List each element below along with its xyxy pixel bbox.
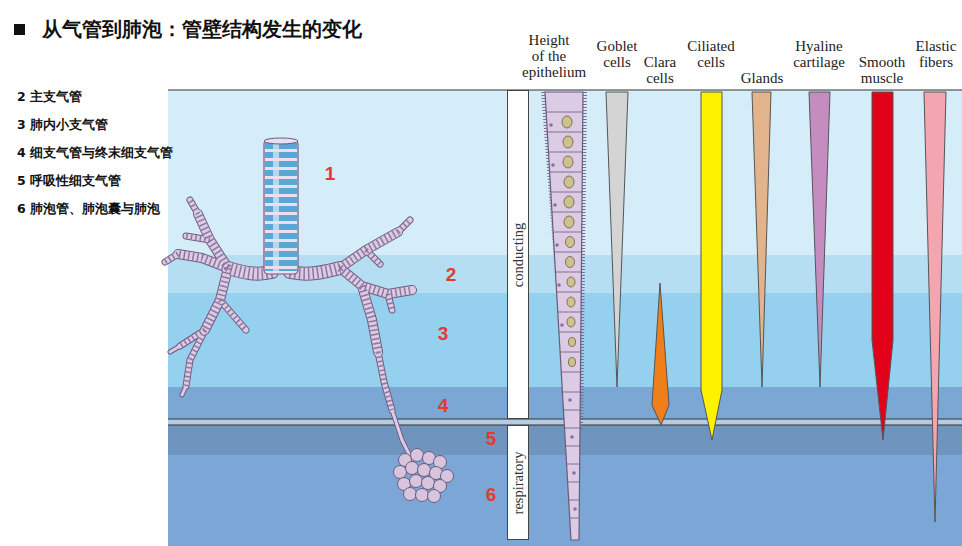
slide-title: 从气管到肺泡：管壁结构发生的变化 bbox=[42, 16, 362, 43]
alveoli bbox=[394, 449, 454, 503]
nucleus bbox=[564, 176, 574, 188]
nucleus-dot bbox=[560, 323, 564, 327]
alveolus bbox=[406, 462, 419, 475]
callout-number: 1 bbox=[318, 163, 342, 185]
callout-number: 3 bbox=[431, 323, 455, 345]
column-header: Smooth muscle bbox=[853, 54, 911, 86]
nucleus bbox=[567, 277, 575, 287]
zone-box: respiratory bbox=[507, 425, 529, 540]
nucleus bbox=[567, 317, 575, 327]
trachea-highlight bbox=[273, 143, 279, 271]
ciliated-bar bbox=[701, 92, 722, 440]
nucleus-dot bbox=[555, 243, 559, 247]
alveolus bbox=[422, 477, 435, 490]
callout-number: 5 bbox=[479, 428, 503, 450]
component-bars bbox=[606, 92, 946, 522]
nucleus bbox=[564, 196, 574, 208]
cartilage-bar bbox=[809, 92, 830, 387]
alveolus bbox=[411, 449, 424, 462]
alveolus bbox=[418, 464, 431, 477]
nucleus-dot bbox=[568, 398, 572, 402]
nucleus bbox=[563, 136, 573, 148]
nucleus bbox=[567, 297, 575, 307]
bronchial-tree bbox=[165, 138, 454, 503]
nucleus-dot bbox=[572, 471, 576, 475]
nucleus-dot bbox=[549, 123, 553, 127]
column-header: Goblet cells bbox=[591, 38, 643, 70]
cell-borders bbox=[546, 112, 583, 518]
elastic-fiber-bar bbox=[924, 92, 946, 522]
callout-number: 2 bbox=[439, 264, 463, 286]
alveolus bbox=[428, 490, 441, 503]
column-header: Clara cells bbox=[637, 54, 683, 86]
alveolus bbox=[394, 466, 407, 479]
list-item: 3 肺内小支气管 bbox=[17, 117, 108, 134]
column-header: Height of the epithelium bbox=[522, 32, 576, 80]
nucleus-dot bbox=[557, 283, 561, 287]
list-item: 4 细支气管与终末细支气管 bbox=[17, 145, 173, 162]
epithelium bbox=[545, 92, 583, 540]
nucleus-dot bbox=[573, 507, 577, 511]
nucleus-dot bbox=[551, 163, 555, 167]
clara-bar bbox=[652, 283, 669, 425]
top-rule bbox=[168, 89, 962, 90]
nuclei bbox=[562, 116, 576, 367]
smooth-muscle-bar bbox=[872, 92, 893, 440]
callout-number: 4 bbox=[431, 395, 455, 417]
list-item: 5 呼吸性细支气管 bbox=[17, 173, 121, 190]
column-header: Ciliated cells bbox=[684, 38, 738, 70]
zone-box: conducting bbox=[507, 90, 529, 419]
trachea-top bbox=[264, 138, 298, 144]
trachea bbox=[264, 140, 298, 274]
nucleus bbox=[566, 257, 575, 268]
list-item: 6 肺泡管、肺泡囊与肺泡 bbox=[17, 201, 160, 218]
alveolus bbox=[410, 475, 423, 488]
nucleus bbox=[564, 216, 574, 228]
column-header: Glands bbox=[734, 70, 790, 86]
nucleus bbox=[569, 358, 576, 367]
column-header: Hyaline cartilage bbox=[788, 38, 850, 70]
alveolus bbox=[404, 488, 417, 501]
zone-label: conducting bbox=[510, 222, 527, 286]
zone-label: respiratory bbox=[510, 451, 527, 514]
nucleus bbox=[562, 116, 572, 128]
goblet-bar bbox=[606, 92, 628, 387]
trachea-rings bbox=[265, 143, 297, 271]
nucleus bbox=[566, 237, 575, 248]
glands-bar bbox=[752, 92, 771, 387]
bronchus bbox=[170, 346, 412, 460]
zone-bands bbox=[168, 90, 962, 546]
column-header: Elastic fibers bbox=[910, 38, 962, 70]
nucleus-dot bbox=[553, 203, 557, 207]
epithelium-column bbox=[543, 92, 585, 540]
title-bullet bbox=[14, 24, 25, 35]
list-item: 2 主支气管 bbox=[17, 89, 82, 106]
basal-nuclei bbox=[549, 123, 577, 511]
nucleus bbox=[569, 338, 576, 347]
nucleus bbox=[563, 156, 573, 168]
nucleus-dot bbox=[570, 435, 574, 439]
bronchus-outline bbox=[170, 346, 412, 460]
alveolus bbox=[416, 489, 429, 502]
zone-band-6 bbox=[168, 455, 962, 546]
callout-number: 6 bbox=[479, 484, 503, 506]
